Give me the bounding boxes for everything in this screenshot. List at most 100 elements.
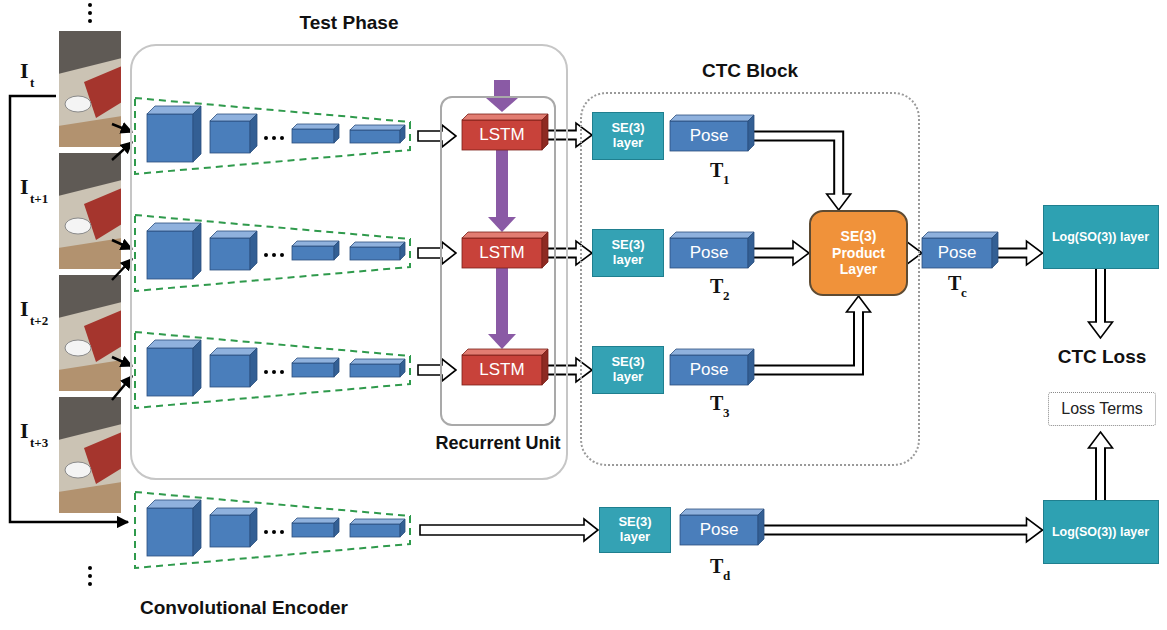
label-anchor: d [723,569,730,582]
label-anchor: t+3 [30,436,48,449]
frame-label: I [20,176,29,198]
log-layer-box: Log(SO(3)) layer [1043,205,1159,269]
continuation-dot [88,574,92,578]
pose-label: T [710,276,723,296]
label-anchor: T [710,276,723,296]
frame-arrow [112,376,132,400]
lstm-cell: LSTM [462,355,542,385]
input-frame [58,30,122,148]
hollow-connector [764,518,1043,542]
label-anchor: 2 [723,289,730,302]
frame-subscript: t+2 [30,314,48,327]
label-anchor: I [20,176,29,198]
log-layer-box: Log(SO(3)) layer [1043,500,1159,564]
hollow-arrow [418,359,456,381]
cube-top [462,114,548,120]
arrow-fill [764,527,1029,534]
frame-subscript: t+1 [30,192,48,205]
label-anchor: t+1 [30,192,48,205]
label-anchor: t+2 [30,314,48,327]
cube-side [542,114,548,150]
arrow-head [1027,241,1043,265]
cube-top [922,232,998,238]
box-label: SE(3) layer [593,121,663,151]
input-frame [58,396,122,514]
region-heading: CTC Block [702,60,798,82]
se3-layer-box: SE(3) layer [592,229,664,277]
arrow-outline [754,136,839,194]
loss-heading: CTC Loss [1058,346,1147,368]
cube-top [462,349,548,355]
product-layer-box: SE(3) Product Layer [809,210,908,296]
arrow-fill [754,250,795,257]
state-input-arrow-head [486,98,518,112]
region-heading: Test Phase [300,12,399,34]
input-frame [58,274,122,392]
pose-subscript: 1 [723,173,730,186]
pose-subscript: c [961,286,967,299]
arrow-outline [754,312,859,370]
frame-feed-line [10,96,128,522]
label-anchor: c [961,286,967,299]
cube-top [670,349,754,355]
recurrent-state-arrow [488,150,516,232]
box-label: LSTM [476,126,527,145]
pose-box: Pose [922,238,992,268]
box-label: LSTM [476,244,527,263]
frame-subscript: t [30,76,34,89]
label-anchor: T [948,273,961,293]
arrow-head [576,358,592,382]
pose-label: T [710,556,723,576]
convolutional-encoder [135,492,410,568]
continuation-dot [88,582,92,586]
label-anchor: 1 [723,173,730,186]
frame-label: I [20,60,29,82]
label-anchor: Convolutional Encoder [140,598,348,617]
hollow-connector [754,136,851,210]
hollow-connector [754,241,809,265]
cube-side [542,349,548,385]
cube-front [680,515,758,545]
label-anchor: I [20,298,29,320]
arrow-head [847,296,871,312]
label-anchor: T [710,160,723,180]
arrow-shaft [496,268,508,334]
arrow-head [1089,432,1113,448]
pose-box: Pose [670,238,748,268]
ctc-block-region: CTC BlockSE(3) layerPoseSE(3) layerPoseS… [580,92,920,466]
frame-arrow [112,142,132,160]
cube-side [992,232,998,268]
label-anchor: t [30,76,34,89]
hollow-arrow [420,519,598,541]
arrow-head [576,123,592,147]
box-label: LSTM [476,361,527,380]
cube-front [922,238,992,268]
ctc-loss-group: CTC LossLoss Terms [1040,338,1164,432]
continuation-dot [88,566,92,570]
label-anchor: I [20,60,29,82]
cube-top [670,115,754,121]
arrow-shaft [496,150,508,217]
pose-subscript: 3 [723,406,730,419]
cube-front [462,120,542,150]
label-anchor: 3 [723,406,730,419]
hollow-arrow [418,125,456,147]
frame-arrow [112,124,132,132]
loss-terms-box: Loss Terms [1048,392,1156,426]
arrow-fill [548,367,578,374]
arrow-fill [754,310,859,370]
lstm-cell: LSTM [462,238,542,268]
arrow-head [1089,322,1113,338]
convolutional-encoder [135,215,410,291]
box-label: Log(SO(3)) layer [1048,230,1153,245]
pose-box: Pose [670,121,748,151]
box-label: SE(3) Product Layer [811,228,906,278]
label-anchor: T [710,556,723,576]
recurrent-unit-box: Recurrent UnitLSTMLSTMLSTM [440,96,556,426]
encoder-title: Convolutional Encoder [140,598,348,617]
frame-label: I [20,298,29,320]
recurrent-state-arrow [488,268,516,349]
pose-label: T [710,393,723,413]
